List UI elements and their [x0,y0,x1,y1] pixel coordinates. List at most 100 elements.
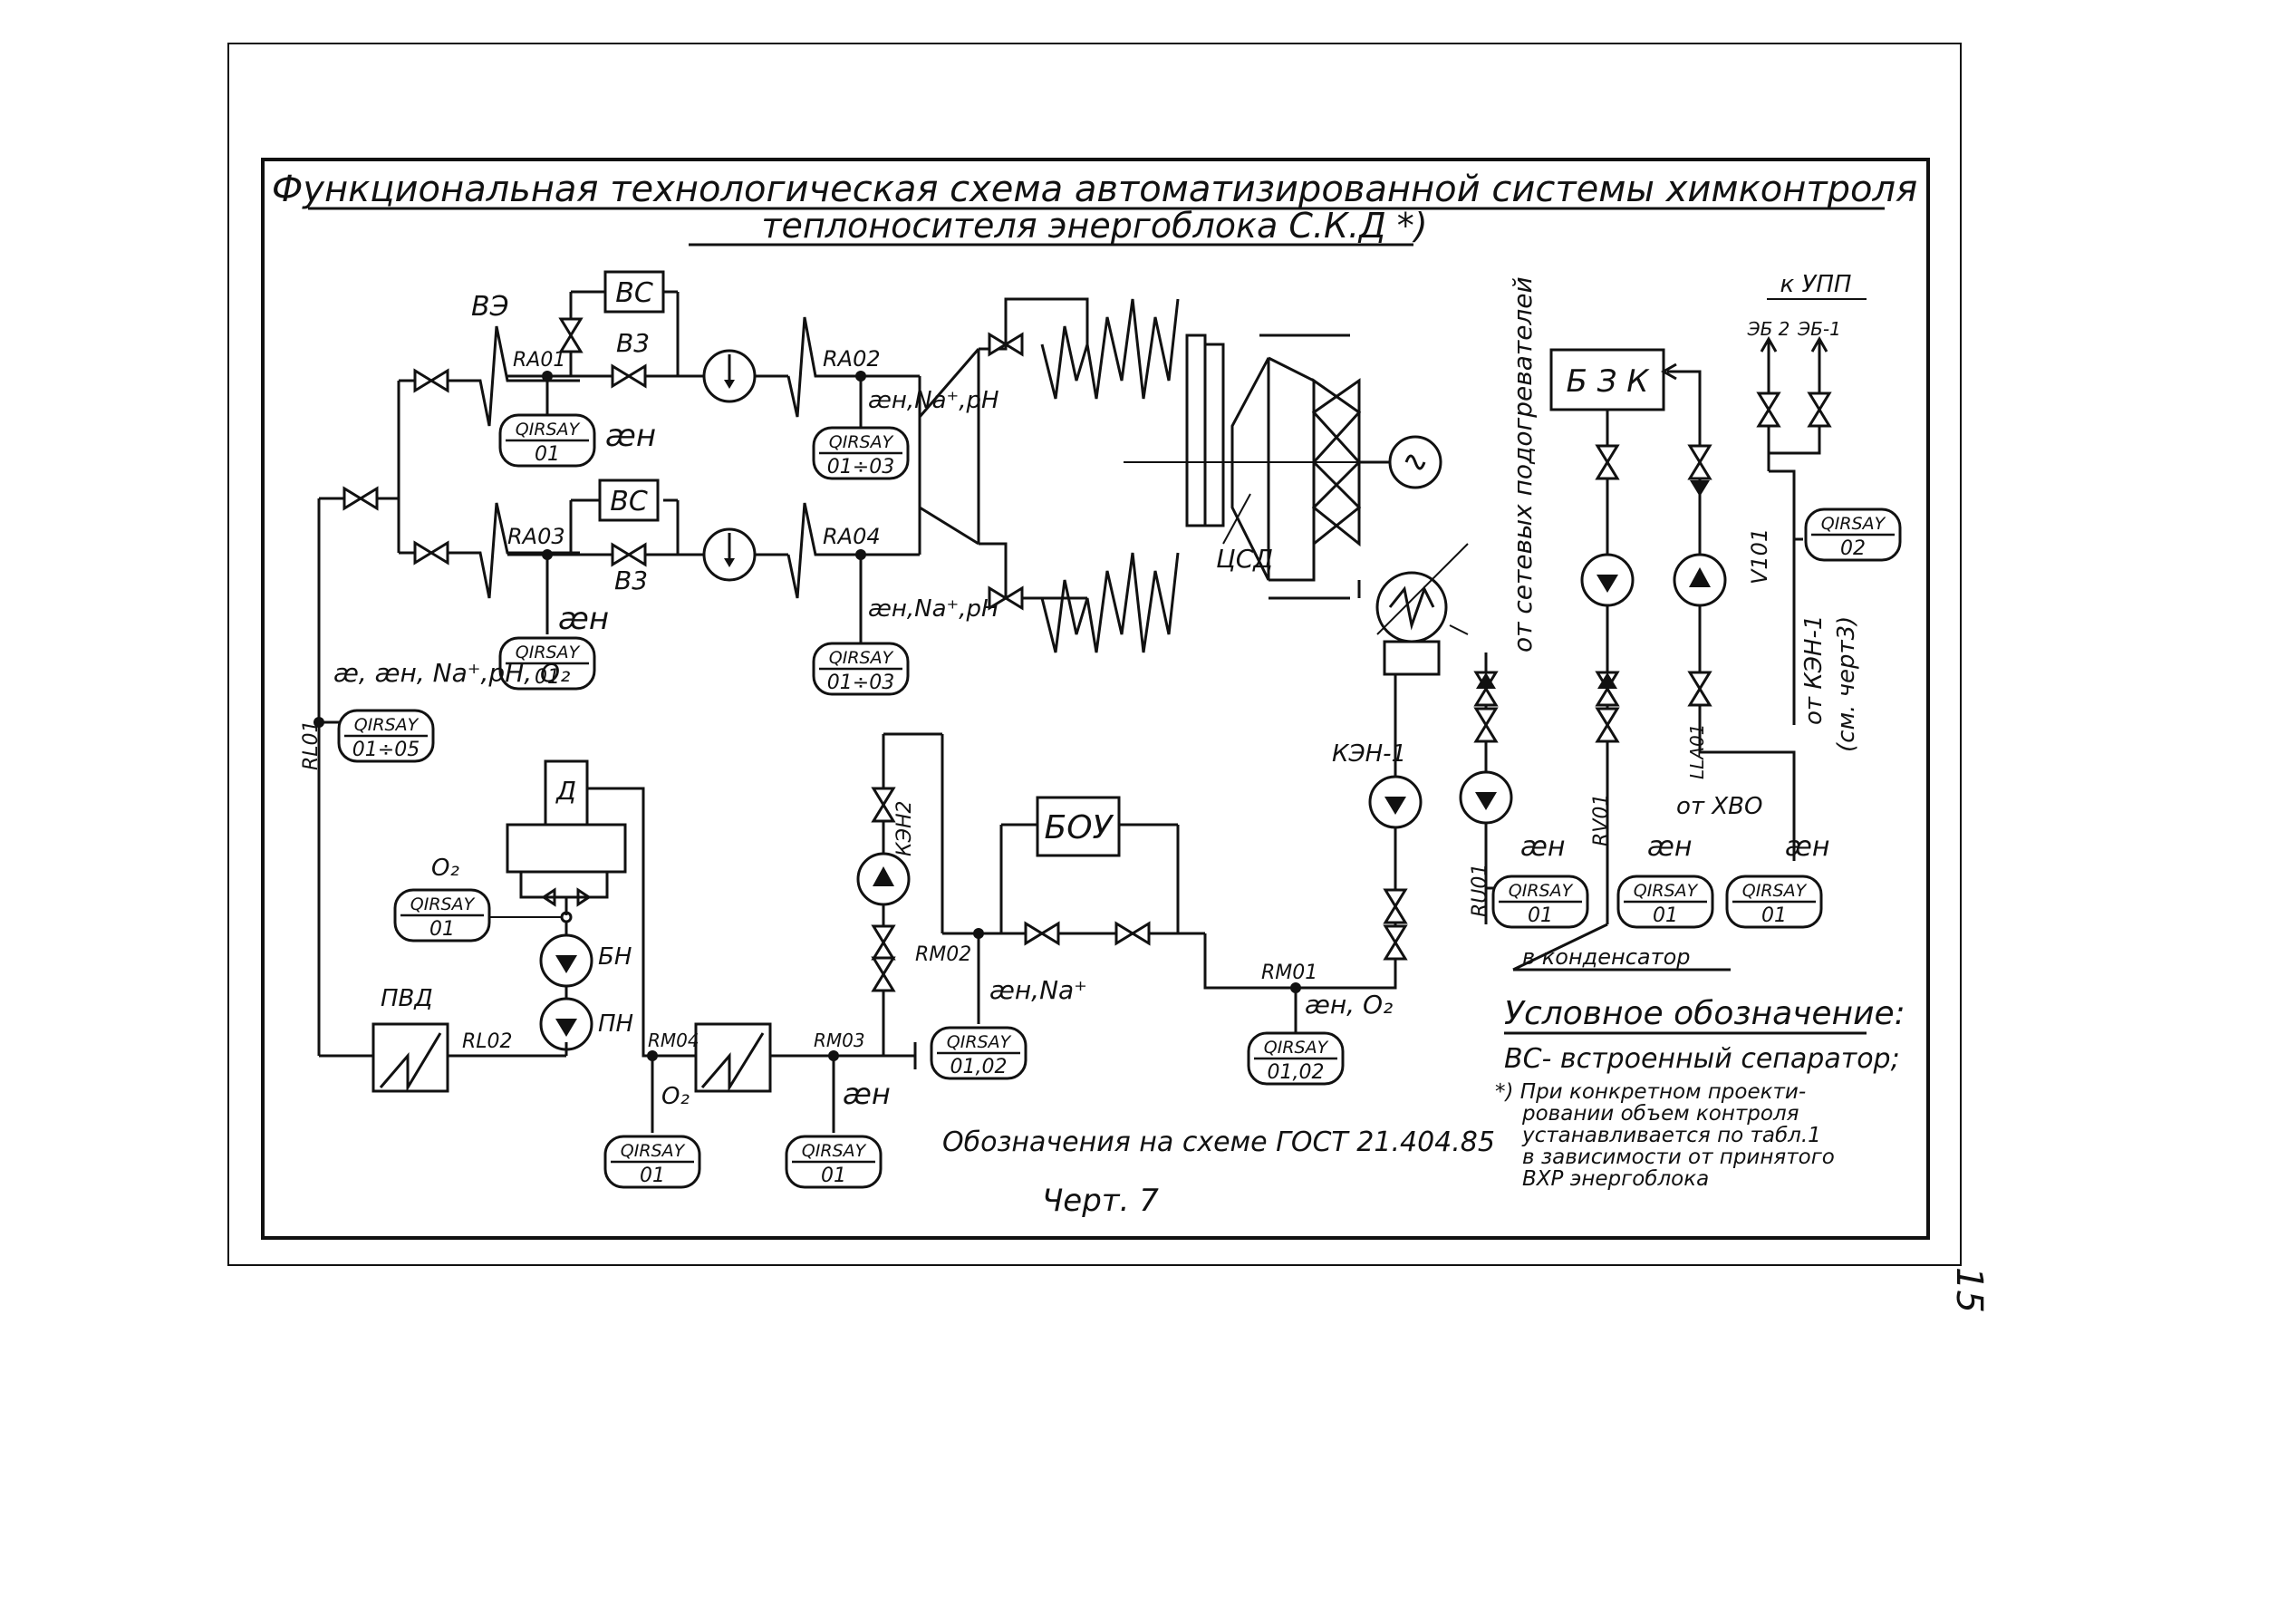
title-line-1: Функциональная технологическая схема авт… [272,169,1917,210]
separator-lower [702,527,757,582]
pump-ken2 [856,852,911,906]
label-xn-ru01: ӕн [1520,831,1565,863]
instrument-i13-bottom: 01 [1761,904,1787,927]
footer-chert: Черт. 7 [1042,1183,1159,1219]
valve-ken2-top [872,787,895,823]
instrument-i14-bottom: 02 [1840,537,1866,560]
pump-bn [539,933,593,988]
label-eb1: ЭБ-1 [1797,318,1841,340]
instrument-i1-bottom: 01 [535,443,560,466]
drawing-frame [261,158,1930,1240]
block-bou-label: БОУ [1045,809,1114,846]
label-ru01: RU01 [1469,864,1491,917]
valve-ru01-2 [1474,707,1498,743]
label-rm03: RM03 [814,1030,865,1051]
pump-ken1 [1368,775,1423,829]
label-v101: V101 [1747,528,1772,585]
label-rm01: RM01 [1261,962,1317,984]
valve-line-1 [413,369,449,392]
valve-rv01-2 [1596,707,1619,743]
instrument-i6-top: QIRSAY [410,894,476,914]
label-ve: ВЭ [471,291,509,323]
separator-upper [702,349,757,403]
superheater-lower [786,502,920,599]
legend-note-5: ВХР энергоблока [1522,1167,1709,1191]
label-v3-lower: В3 [614,566,648,595]
instrument-i6-bottom: 01 [429,918,455,941]
label-x-full: ӕ, ӕн, Na⁺,pH, O₂ [333,658,570,688]
legend-note-2: ровании объем контроля [1521,1102,1799,1126]
valve-v3-lower [611,543,647,566]
label-bn: БН [598,943,632,971]
instrument-i1-top: QIRSAY [516,420,581,440]
pump-pn [539,997,593,1051]
valve-bou-1 [1024,922,1060,945]
valve-ken2-2 [872,956,895,992]
valve-ken2-1 [872,924,895,961]
label-ra03: RA03 [507,524,565,549]
instrument-i9-top: QIRSAY [947,1032,1012,1052]
condenser [1375,571,1448,643]
instrument-i5-bottom: 01÷05 [352,739,420,761]
label-xn-na: ӕн,Na⁺ [989,975,1087,1005]
line-v101 [1769,469,1796,725]
instrument-i13-top: QIRSAY [1742,881,1808,901]
label-rv01: RV01 [1590,794,1613,846]
instrument-i4-top: QIRSAY [829,648,894,668]
label-pn: ПН [598,1010,633,1038]
legend-note-1: *) При конкретном проекти- [1495,1080,1806,1104]
block-vs-lower [598,478,660,522]
instrument-i14-top: QIRSAY [1821,514,1886,534]
label-ra01: RA01 [513,349,565,372]
legend-note-3: устанавливается по табл.1 [1521,1124,1821,1147]
instrument-i4-bottom: 01÷03 [827,672,894,694]
instrument-i2-bottom: 01÷03 [827,456,894,478]
label-lla01: LLA01 [1686,724,1708,779]
deaerator [506,759,627,907]
instrument-i3-bottom: 01 [535,666,560,689]
legend-vs: ВС- встроенный сепаратор; [1504,1043,1900,1075]
label-ken1: КЭН-1 [1332,740,1406,768]
instrument-i2-top: QIRSAY [829,432,894,452]
label-ken2: КЭН2 [893,800,916,856]
valve-rv01-top [1596,444,1619,480]
instrument-i8-top: QIRSAY [802,1141,867,1161]
instrument-i3-top: QIRSAY [516,643,581,662]
superheater-upper [786,316,920,418]
economizer-lower [453,502,580,599]
legend-heading: Условное обозначение: [1504,995,1905,1032]
label-ot-ken: от КЭН-1 [1800,615,1828,725]
label-xn-i1: ӕн [605,418,656,454]
instrument-i11-top: QIRSAY [1509,881,1574,901]
label-ra04: RA04 [823,524,881,549]
block-vs-upper-label: ВС [615,277,653,309]
label-rl02: RL02 [462,1030,513,1053]
label-ra02: RA02 [823,346,881,372]
label-xn-rm03: ӕн [843,1077,891,1111]
label-xn-o2: ӕн, O₂ [1305,990,1393,1020]
instrument-i10-bottom: 01,02 [1268,1061,1325,1084]
economizer-upper [453,325,580,427]
instrument-i5-top: QIRSAY [354,715,420,735]
label-ot-hvo: от ХВО [1676,793,1762,820]
valve-bou-2 [1114,922,1151,945]
label-o2-d: O₂ [431,855,459,882]
line-lla01 [1667,370,1702,752]
block-bzk [1549,348,1665,411]
instrument-i10-top: QIRSAY [1264,1038,1329,1058]
valve-ken1-1 [1384,888,1407,924]
valve-eb2 [1757,392,1780,428]
block-d-label: Д [555,776,576,806]
block-bzk-label: Б З К [1567,363,1651,400]
valve-bypass-upper [559,317,583,353]
turbine [1124,334,1386,600]
instrument-i9-bottom: 01,02 [950,1056,1008,1078]
label-xn-lla01: ӕн [1785,831,1829,863]
label-rl01: RL01 [300,720,323,770]
valve-eb1 [1808,392,1831,428]
instrument-i12-bottom: 01 [1653,904,1678,927]
instrument-i12-top: QIRSAY [1634,881,1699,901]
block-vs-lower-label: ВС [610,486,648,517]
valve-supply [342,487,379,510]
